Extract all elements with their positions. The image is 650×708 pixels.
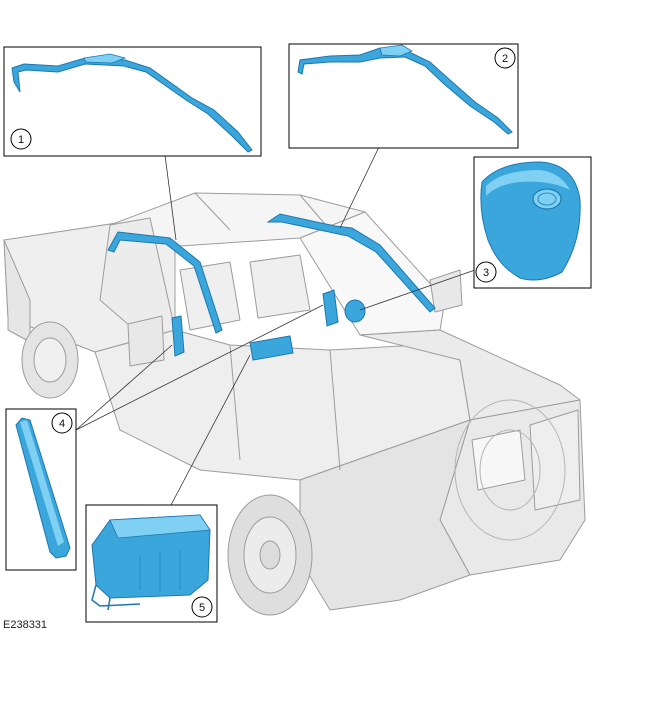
installed-airbags xyxy=(107,213,436,361)
curtain-airbag-left-icon xyxy=(11,57,253,153)
callout-circle-1 xyxy=(10,128,32,150)
emblem-icon xyxy=(532,188,562,210)
callout-circle-5 xyxy=(191,596,213,618)
curtain-airbag-left-installed xyxy=(107,231,223,334)
callout-number-1: 1 xyxy=(18,134,24,146)
seat-airbag-left-installed xyxy=(171,315,185,357)
callout-number-3: 3 xyxy=(483,267,489,279)
inset-box-3: 3 xyxy=(473,156,592,289)
pickup-truck-ghost xyxy=(3,192,586,616)
seat-airbag-right-installed xyxy=(322,289,339,327)
callout-circle-3 xyxy=(475,261,497,283)
figure-reference-code: E238331 xyxy=(3,619,48,631)
driver-airbag-installed xyxy=(344,299,366,323)
inset-box-4: 4 xyxy=(5,408,77,571)
callout-number-5: 5 xyxy=(199,602,205,614)
curtain-airbag-right-installed xyxy=(266,213,436,313)
callout-number-4: 4 xyxy=(59,418,65,430)
leader-lines xyxy=(75,146,476,506)
callout-circle-4 xyxy=(51,412,73,434)
inset-box-1: 1 xyxy=(3,46,262,157)
inset-box-5: 5 xyxy=(85,504,218,623)
callout-circle-2 xyxy=(494,47,516,69)
inset-box-2: 2 xyxy=(288,43,519,149)
callout-number-2: 2 xyxy=(502,53,508,65)
curtain-airbag-right-icon xyxy=(297,47,513,135)
passenger-airbag-installed xyxy=(249,335,294,361)
